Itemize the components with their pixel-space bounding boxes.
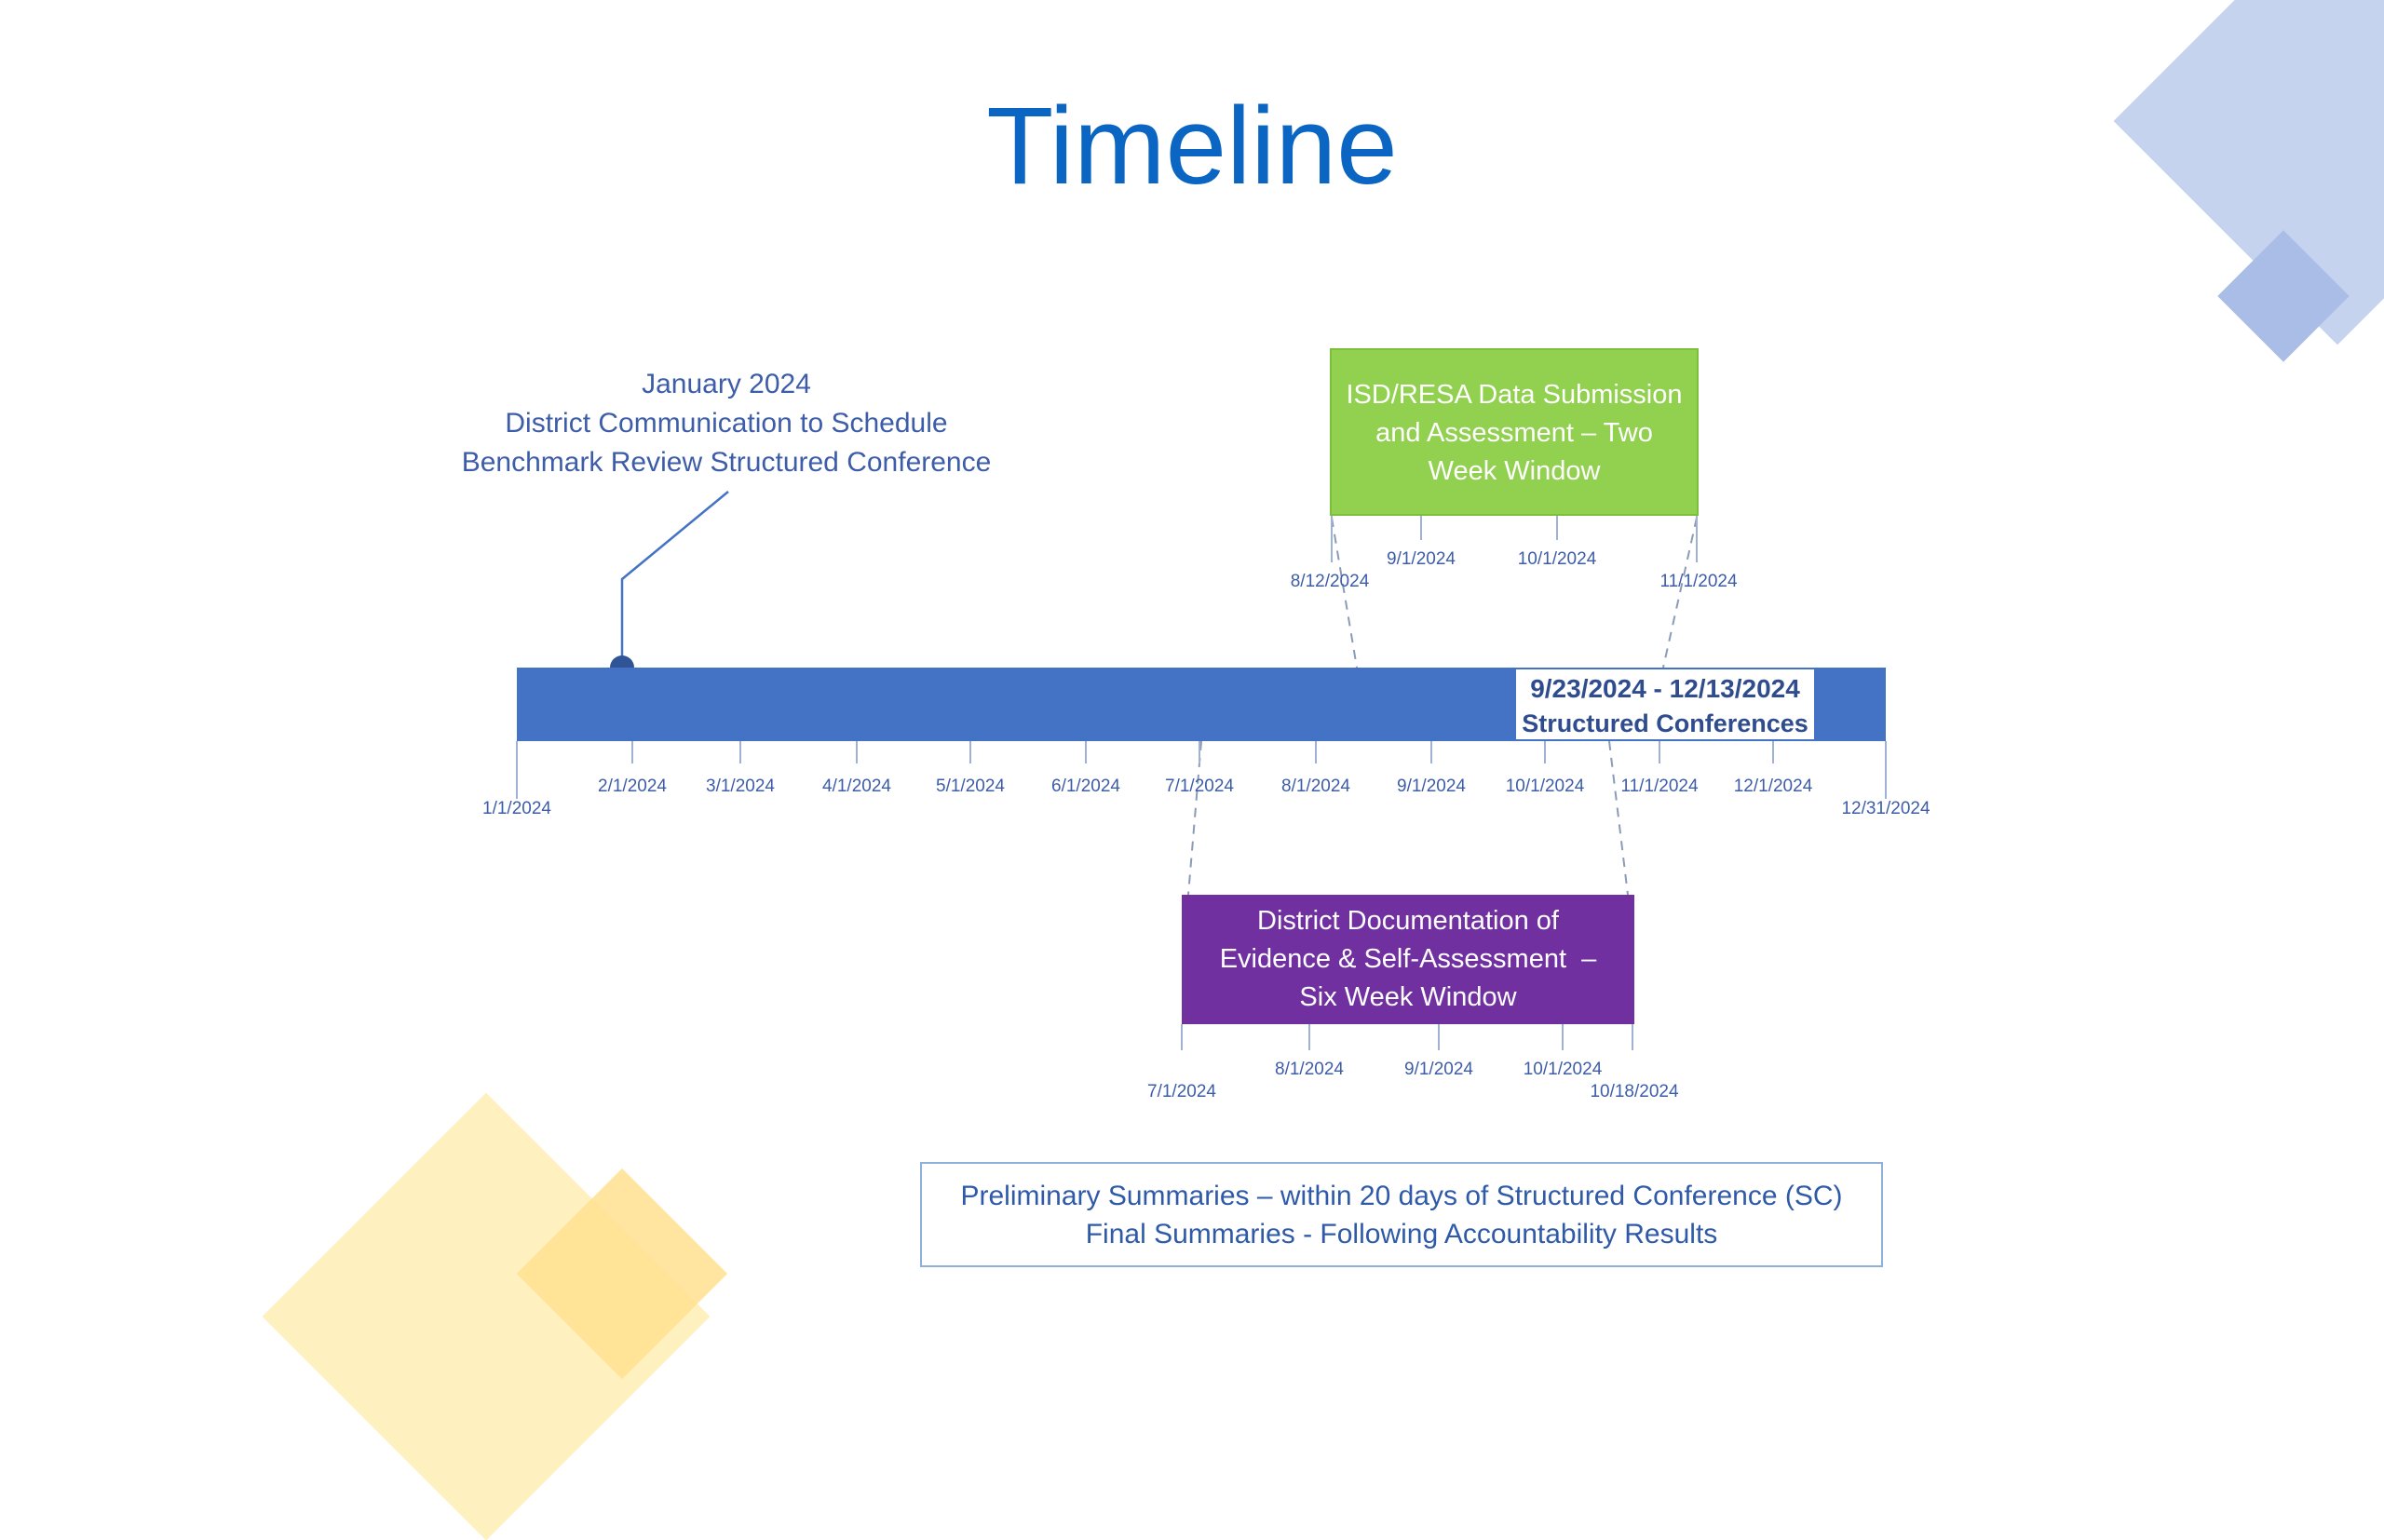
- callout-line-2: District Communication to Schedule: [505, 408, 948, 439]
- timeline-tick-label: 6/1/2024: [1051, 777, 1120, 796]
- documentation-line-2: Evidence & Self-Assessment –: [1219, 944, 1597, 974]
- data-submission-end-label: 11/1/2024: [1659, 572, 1738, 591]
- callout-date: January 2024: [642, 369, 811, 399]
- timeline-tick-label: 10/1/2024: [1505, 777, 1585, 796]
- timeline-tick-label: 11/1/2024: [1620, 777, 1699, 796]
- timeline-tick-label: 9/1/2024: [1397, 777, 1466, 796]
- main-timeline-ticks: [516, 741, 1887, 799]
- callout-leader-line: [620, 491, 729, 668]
- sc-label: Structured Conferences: [1522, 709, 1808, 737]
- timeline-tick-label: 7/1/2024: [1165, 777, 1234, 796]
- documentation-box: District Documentation of Evidence & Sel…: [1182, 895, 1634, 1024]
- timeline-start-label: 1/1/2024: [482, 799, 551, 818]
- timeline-tick-label: 8/1/2024: [1281, 777, 1350, 796]
- data-submission-line-1: ISD/RESA Data Submission: [1346, 380, 1683, 410]
- documentation-line-1: District Documentation of: [1257, 906, 1559, 936]
- timeline-tick-label: 4/1/2024: [822, 777, 891, 796]
- data-submission-start-label: 8/12/2024: [1290, 572, 1370, 591]
- page-title: Timeline: [986, 85, 1398, 208]
- timeline-end-label: 12/31/2024: [1841, 799, 1930, 818]
- documentation-ticks: [1181, 1024, 1633, 1050]
- structured-conferences-marker: 9/23/2024 - 12/13/2024 Structured Confer…: [1514, 668, 1816, 741]
- data-submission-ticks: [1331, 516, 1698, 562]
- documentation-tick-label: 8/1/2024: [1275, 1060, 1344, 1079]
- data-submission-tick-label: 9/1/2024: [1387, 549, 1456, 569]
- timeline-tick-label: 5/1/2024: [936, 777, 1005, 796]
- data-submission-line-2: and Assessment – Two: [1375, 418, 1653, 448]
- documentation-start-label: 7/1/2024: [1147, 1082, 1216, 1101]
- callout-line-3: Benchmark Review Structured Conference: [461, 447, 992, 478]
- summaries-note: Preliminary Summaries – within 20 days o…: [920, 1162, 1883, 1267]
- documentation-line-3: Six Week Window: [1299, 982, 1517, 1012]
- timeline-tick-label: 3/1/2024: [706, 777, 775, 796]
- documentation-tick-label: 10/1/2024: [1523, 1060, 1603, 1079]
- zoom-dashed-lines: [1187, 517, 1698, 896]
- documentation-tick-label: 9/1/2024: [1404, 1060, 1473, 1079]
- documentation-end-label: 10/18/2024: [1590, 1082, 1679, 1101]
- timeline-connectors: [516, 491, 1887, 1050]
- data-submission-tick-label: 10/1/2024: [1517, 549, 1597, 569]
- data-submission-box: ISD/RESA Data Submission and Assessment …: [1330, 348, 1699, 516]
- data-submission-line-3: Week Window: [1428, 456, 1601, 486]
- timeline-tick-label: 2/1/2024: [598, 777, 667, 796]
- note-line-1: Preliminary Summaries – within 20 days o…: [960, 1181, 1843, 1211]
- sc-date-range: 9/23/2024 - 12/13/2024: [1530, 674, 1800, 703]
- timeline-tick-label: 12/1/2024: [1733, 777, 1813, 796]
- january-callout: January 2024 District Communication to S…: [382, 365, 1071, 482]
- note-line-2: Final Summaries - Following Accountabili…: [1085, 1219, 1718, 1250]
